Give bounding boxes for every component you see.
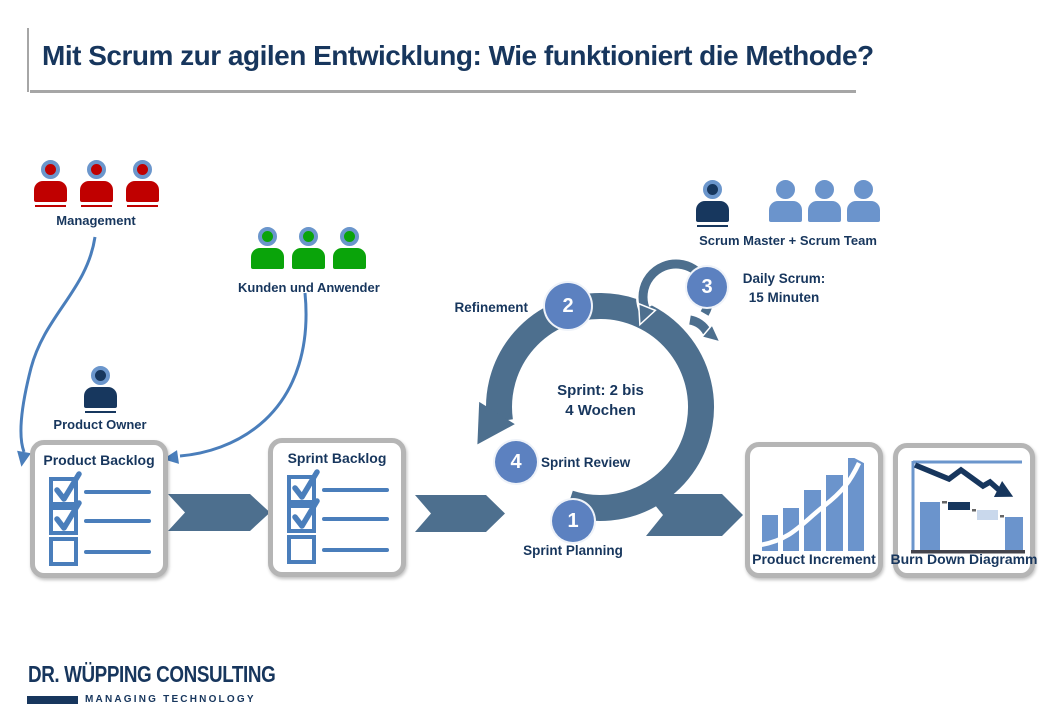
sprint-duration-label: Sprint: 2 bis 4 Wochen [528, 381, 673, 421]
checklist-icon [287, 469, 389, 564]
company-logo-tagline: MANAGING TECHNOLOGY [85, 694, 256, 705]
rising-bar-chart-arrow-icon [759, 451, 868, 551]
person-body [332, 248, 366, 269]
scrum-team-label: Scrum Master + Scrum Team [699, 233, 877, 248]
customers-label: Kunden und Anwender [238, 280, 380, 295]
person-body [808, 201, 841, 222]
daily-scrum-label-line2: 15 Minuten [748, 290, 820, 305]
management-label: Management [56, 213, 136, 228]
customer-person-icon [291, 227, 325, 274]
product-owner-person-icon [83, 366, 117, 413]
step-circle-4: 4 [493, 439, 539, 485]
person-body [769, 201, 802, 222]
sprint-review-label: Sprint Review [541, 455, 631, 470]
person-body [33, 181, 67, 202]
customers-figures [238, 227, 378, 274]
person-head [132, 160, 152, 179]
management-figures [32, 160, 160, 207]
sprint-backlog-title: Sprint Backlog [287, 450, 387, 466]
company-logo-text: DR. WÜPPING CONSULTING [28, 661, 276, 687]
person-head [86, 160, 106, 179]
scrum-team-figures [690, 180, 886, 227]
actor-group-management: Management [32, 160, 160, 228]
arrow-management-to-backlog [17, 236, 97, 467]
person-base [84, 410, 116, 413]
person-base [80, 204, 112, 207]
product-owner-label: Product Owner [53, 417, 147, 432]
person-head [815, 180, 834, 199]
product-owner-figure [50, 366, 150, 413]
sprint-backlog-box: Sprint Backlog [268, 438, 406, 577]
person-head [40, 160, 60, 179]
product-backlog-title: Product Backlog [43, 452, 155, 468]
burn-down-title: Burn Down Diagramm [890, 551, 1038, 567]
person-body [291, 248, 325, 269]
manager-person-icon [79, 160, 113, 207]
person-base [34, 204, 66, 207]
page-title: Mit Scrum zur agilen Entwicklung: Wie fu… [42, 40, 874, 71]
product-backlog-box: Product Backlog [30, 440, 168, 578]
scrum-master-person-icon [696, 180, 729, 227]
person-head [339, 227, 359, 246]
daily-scrum-label: Daily Scrum: 15 Minuten [723, 271, 845, 305]
actor-group-product-owner: Product Owner [50, 366, 150, 432]
person-base [697, 224, 728, 227]
person-head [298, 227, 318, 246]
chevron-cycle-to-increment [646, 494, 743, 536]
sprint-duration-line2: 4 Wochen [565, 402, 636, 419]
manager-person-icon [125, 160, 159, 207]
team-member-person-icon [808, 180, 841, 227]
product-increment-title: Product Increment [752, 551, 876, 567]
person-head [257, 227, 277, 246]
sprint-planning-label: Sprint Planning [523, 543, 623, 558]
chevron-sprint-to-cycle [415, 495, 505, 532]
title-underline [30, 90, 856, 93]
customer-person-icon [250, 227, 284, 274]
person-base [126, 204, 158, 207]
person-body [125, 181, 159, 202]
refinement-label: Refinement [454, 300, 528, 315]
manager-person-icon [33, 160, 67, 207]
person-head [776, 180, 795, 199]
title-left-rule [27, 28, 29, 92]
customer-person-icon [332, 227, 366, 274]
chevron-backlog-to-sprint [168, 494, 270, 531]
person-head [703, 180, 722, 199]
sprint-duration-line1: Sprint: 2 bis [557, 382, 644, 399]
logo-bar [27, 696, 78, 704]
team-member-person-icon [847, 180, 880, 227]
step-circle-2: 2 [543, 281, 593, 331]
step-circle-1: 1 [550, 498, 596, 544]
actor-group-scrum-team: Scrum Master + Scrum Team [690, 180, 886, 248]
daily-scrum-label-line1: Daily Scrum: [742, 271, 826, 286]
checklist-icon [49, 471, 151, 566]
burndown-chart-arrow-icon [911, 460, 1025, 554]
person-head [854, 180, 873, 199]
person-body [79, 181, 113, 202]
burn-down-box: Burn Down Diagramm [890, 443, 1038, 578]
person-body [250, 248, 284, 269]
actor-group-customers: Kunden und Anwender [238, 227, 380, 295]
person-head [90, 366, 110, 385]
person-body [847, 201, 880, 222]
person-body [696, 201, 729, 222]
team-member-person-icon [769, 180, 802, 227]
product-increment-box: Product Increment [745, 442, 883, 578]
person-body [83, 387, 117, 408]
